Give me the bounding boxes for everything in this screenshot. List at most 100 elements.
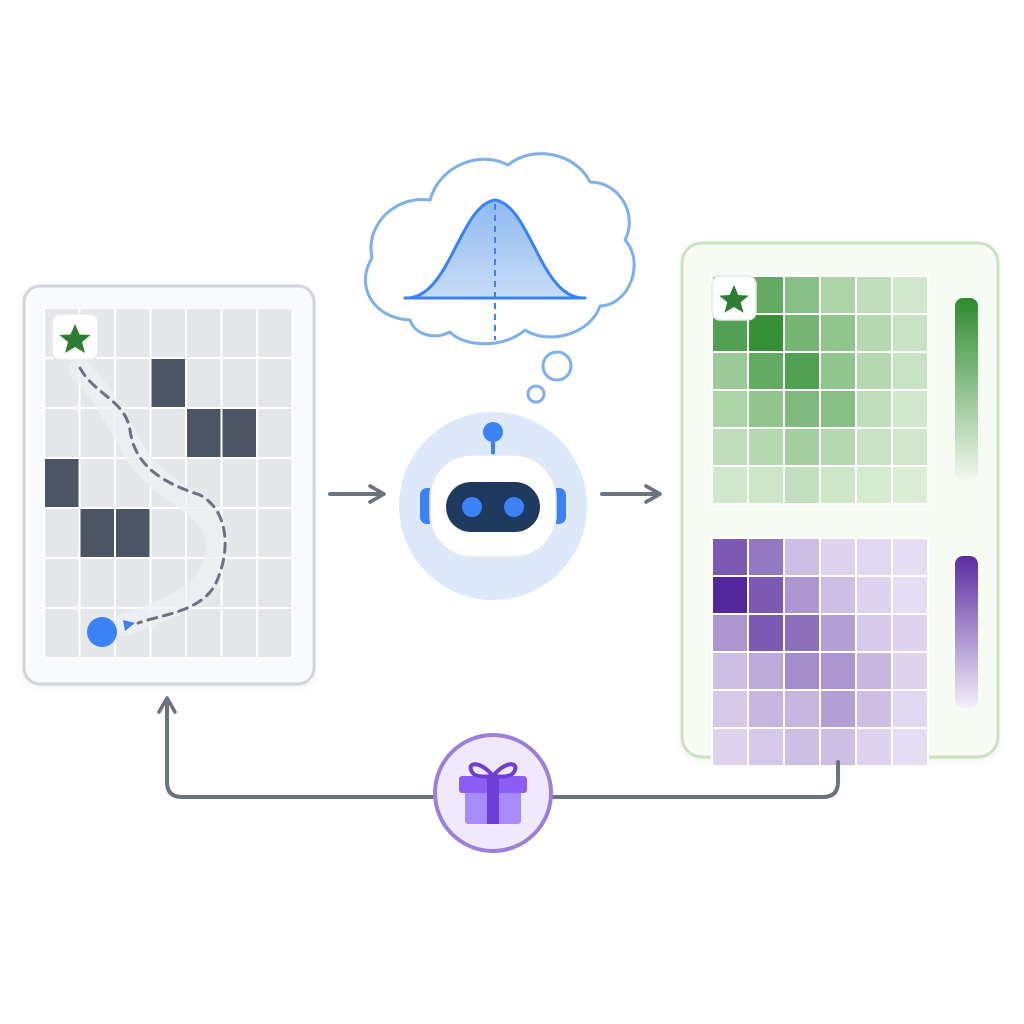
uncertainty-cell <box>855 537 893 577</box>
uncertainty-cell <box>891 575 929 615</box>
gift-icon <box>459 762 527 824</box>
thought-bubble-large <box>541 350 573 382</box>
uncertainty-cell <box>891 613 929 653</box>
thought-bubble-small <box>526 384 546 404</box>
maze-grid <box>43 307 294 659</box>
uncertainty-cell <box>783 575 821 615</box>
value-colorbar <box>955 298 978 480</box>
uncertainty-cell <box>747 689 785 729</box>
value-cell <box>783 465 821 505</box>
uncertainty-cell <box>711 613 749 653</box>
value-cell <box>819 351 857 391</box>
value-cell <box>819 389 857 429</box>
value-cell <box>855 427 893 467</box>
maze-floor-cell <box>43 607 81 659</box>
value-cell <box>891 465 929 505</box>
value-cell <box>747 351 785 391</box>
uncertainty-cell <box>711 651 749 691</box>
value-cell <box>891 427 929 467</box>
maze-floor-cell <box>220 457 258 509</box>
maze-wall-cell <box>149 357 187 409</box>
uncertainty-cell <box>747 537 785 577</box>
uncertainty-cell <box>891 537 929 577</box>
uncertainty-cell <box>711 537 749 577</box>
uncertainty-colorbar <box>955 556 978 708</box>
uncertainty-cell <box>819 575 857 615</box>
maze-wall-cell <box>220 407 258 459</box>
uncertainty-cell <box>819 537 857 577</box>
uncertainty-cell <box>711 689 749 729</box>
uncertainty-cell <box>855 689 893 729</box>
uncertainty-cell <box>747 613 785 653</box>
value-cell <box>855 351 893 391</box>
maze-floor-cell <box>43 557 81 609</box>
uncertainty-cell <box>855 575 893 615</box>
reward-node <box>433 733 553 853</box>
thought-cloud-icon <box>363 152 636 404</box>
uncertainty-cell <box>711 727 749 767</box>
maze-floor-cell <box>220 357 258 409</box>
maze-floor-cell <box>220 557 258 609</box>
maze-floor-cell <box>114 307 152 359</box>
maze-floor-cell <box>43 407 81 459</box>
maze-floor-cell <box>185 357 223 409</box>
uncertainty-cell <box>783 727 821 767</box>
maze-floor-cell <box>43 507 81 559</box>
value-cell <box>711 389 749 429</box>
star-icon <box>59 324 91 353</box>
value-cell <box>747 389 785 429</box>
maze-wall-cell <box>43 457 81 509</box>
trajectory-path <box>78 366 227 625</box>
value-cell <box>711 351 749 391</box>
value-cell <box>783 389 821 429</box>
value-cell <box>711 465 749 505</box>
maze-floor-cell <box>185 607 223 659</box>
robot-icon <box>399 412 587 600</box>
trajectory-haze <box>69 359 229 636</box>
value-cell <box>783 313 821 353</box>
maze-floor-cell <box>149 507 187 559</box>
uncertainty-cell <box>891 689 929 729</box>
maze-floor-cell <box>256 557 294 609</box>
value-cell <box>819 427 857 467</box>
uncertainty-cell <box>819 613 857 653</box>
uncertainty-cell <box>783 651 821 691</box>
agent-heading-arrow <box>123 620 135 631</box>
uncertainty-cell <box>855 727 893 767</box>
maze-floor-cell <box>114 557 152 609</box>
maze-floor-cell <box>256 357 294 409</box>
value-maps-panel <box>680 241 1000 767</box>
maze-wall-cell <box>78 507 116 559</box>
value-cell <box>891 313 929 353</box>
maze-floor-cell <box>256 607 294 659</box>
maze-floor-cell <box>256 407 294 459</box>
uncertainty-cell <box>855 651 893 691</box>
uncertainty-cell <box>819 689 857 729</box>
uncertainty-heatmap <box>711 537 929 767</box>
robot-antenna-tip <box>483 422 503 442</box>
maze-floor-cell <box>256 457 294 509</box>
value-cell <box>819 313 857 353</box>
value-cell <box>747 427 785 467</box>
uncertainty-cell <box>747 575 785 615</box>
maze-panel <box>22 284 316 686</box>
value-cell <box>855 275 893 315</box>
uncertainty-cell <box>747 727 785 767</box>
value-cell <box>891 389 929 429</box>
value-cell <box>711 427 749 467</box>
robot-eye-left <box>462 497 482 517</box>
value-cell <box>783 427 821 467</box>
value-cell <box>747 465 785 505</box>
uncertainty-cell <box>783 537 821 577</box>
maze-floor-cell <box>78 457 116 509</box>
value-cell <box>783 275 821 315</box>
star-icon <box>719 285 749 313</box>
value-cell <box>819 275 857 315</box>
uncertainty-cell <box>711 575 749 615</box>
value-cell <box>855 389 893 429</box>
maze-floor-cell <box>256 307 294 359</box>
robot-eye-right <box>504 497 524 517</box>
maze-floor-cell <box>78 557 116 609</box>
uncertainty-cell <box>819 651 857 691</box>
value-cell <box>783 351 821 391</box>
